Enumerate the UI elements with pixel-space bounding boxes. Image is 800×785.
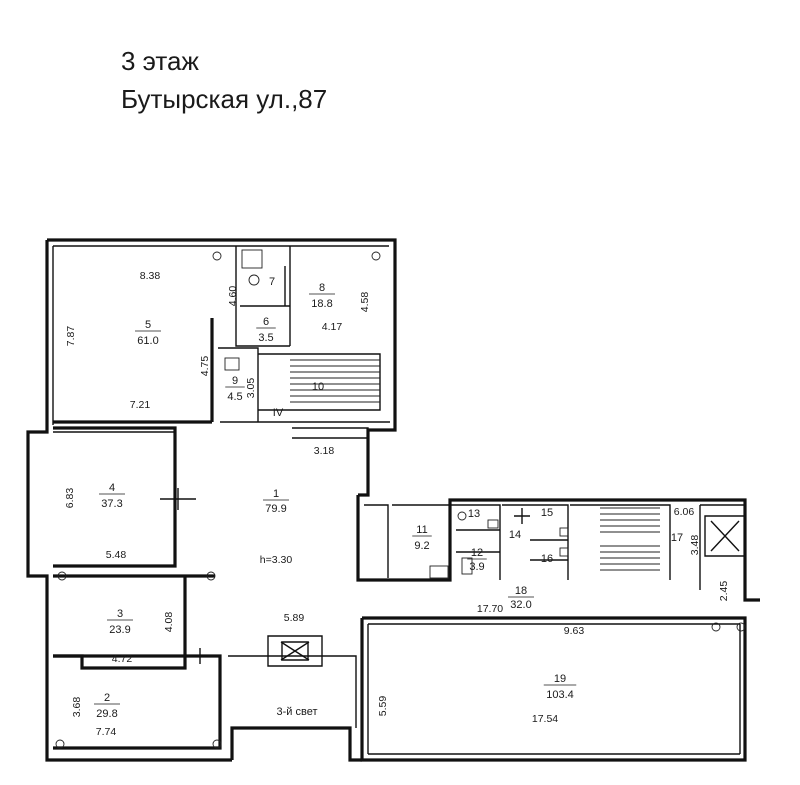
room-number: 12 [471,547,483,559]
room-area: 3.5 [258,332,273,344]
dimension-label: 8.38 [140,270,161,282]
room-area: 3.9 [469,561,484,573]
room-number: 4 [109,482,115,494]
room-area: 79.9 [265,503,286,515]
room-number: 10 [312,381,324,393]
dimension-label: 4.72 [112,653,133,665]
dimension-label: 7.74 [96,726,117,738]
dimension-label: 5.59 [377,696,389,717]
room-number: 5 [145,319,151,331]
room-number: 18 [515,585,527,597]
room-area: 61.0 [137,335,158,347]
room-number: 14 [509,529,521,541]
room-number: 9 [232,375,238,387]
floor-title: 3 этаж [121,46,199,76]
ceiling-height-label: h=3.30 [260,554,293,566]
room-number: 16 [541,553,553,565]
dimension-label: 4.17 [322,321,343,333]
room-area: 103.4 [546,689,574,701]
room-number: 8 [319,282,325,294]
room-number: 7 [269,276,275,288]
light-well-label: 3-й свет [277,706,318,718]
room-number: 19 [554,673,566,685]
room-number: 3 [117,608,123,620]
room-area: 29.8 [96,708,117,720]
room-number: 17 [671,532,683,544]
room-area: 37.3 [101,498,122,510]
room-area: 4.5 [227,391,242,403]
room-area: 18.8 [311,298,332,310]
dimension-label: 2.45 [718,581,730,602]
dimension-label: 5.89 [284,612,305,624]
room-number: 11 [416,524,427,536]
dimension-label: 6.06 [674,506,695,518]
room-number: 15 [541,507,553,519]
dimension-label: 4.58 [359,292,371,313]
walls [26,238,760,762]
fixtures [55,249,746,749]
room-area: 32.0 [510,599,531,611]
plan-labels: 1 79.9 2 29.8 3 23.9 4 37.3 5 61.0 6 3.5 7 8 18.8 9 4.5 1… [64,270,730,738]
dimension-label: 5.48 [106,549,127,561]
room-number: 1 [273,488,279,500]
dimension-label: 17.70 [477,603,503,615]
dimension-label: 3.05 [245,378,257,399]
room-number: 13 [468,508,480,520]
dimension-label: 17.54 [532,713,558,725]
dimension-label: 7.87 [65,326,77,347]
dimension-label: 3.18 [314,445,335,457]
address-title: Бутырская ул.,87 [121,84,328,114]
dimension-label: 9.63 [564,625,585,637]
room-number: 6 [263,316,269,328]
dimension-label: 4.08 [163,612,175,633]
room-area: 23.9 [109,624,130,636]
dimension-label: 4.60 [227,286,239,307]
dimension-label: 3.68 [71,697,83,718]
room-number: 2 [104,692,110,704]
dimension-label: 6.83 [64,488,76,509]
dimension-label: 3.48 [689,535,701,556]
dimension-label: 4.75 [199,356,211,377]
dimension-label: 7.21 [130,399,151,411]
stair-mark-label: IV [273,407,284,419]
room-area: 9.2 [414,540,429,552]
